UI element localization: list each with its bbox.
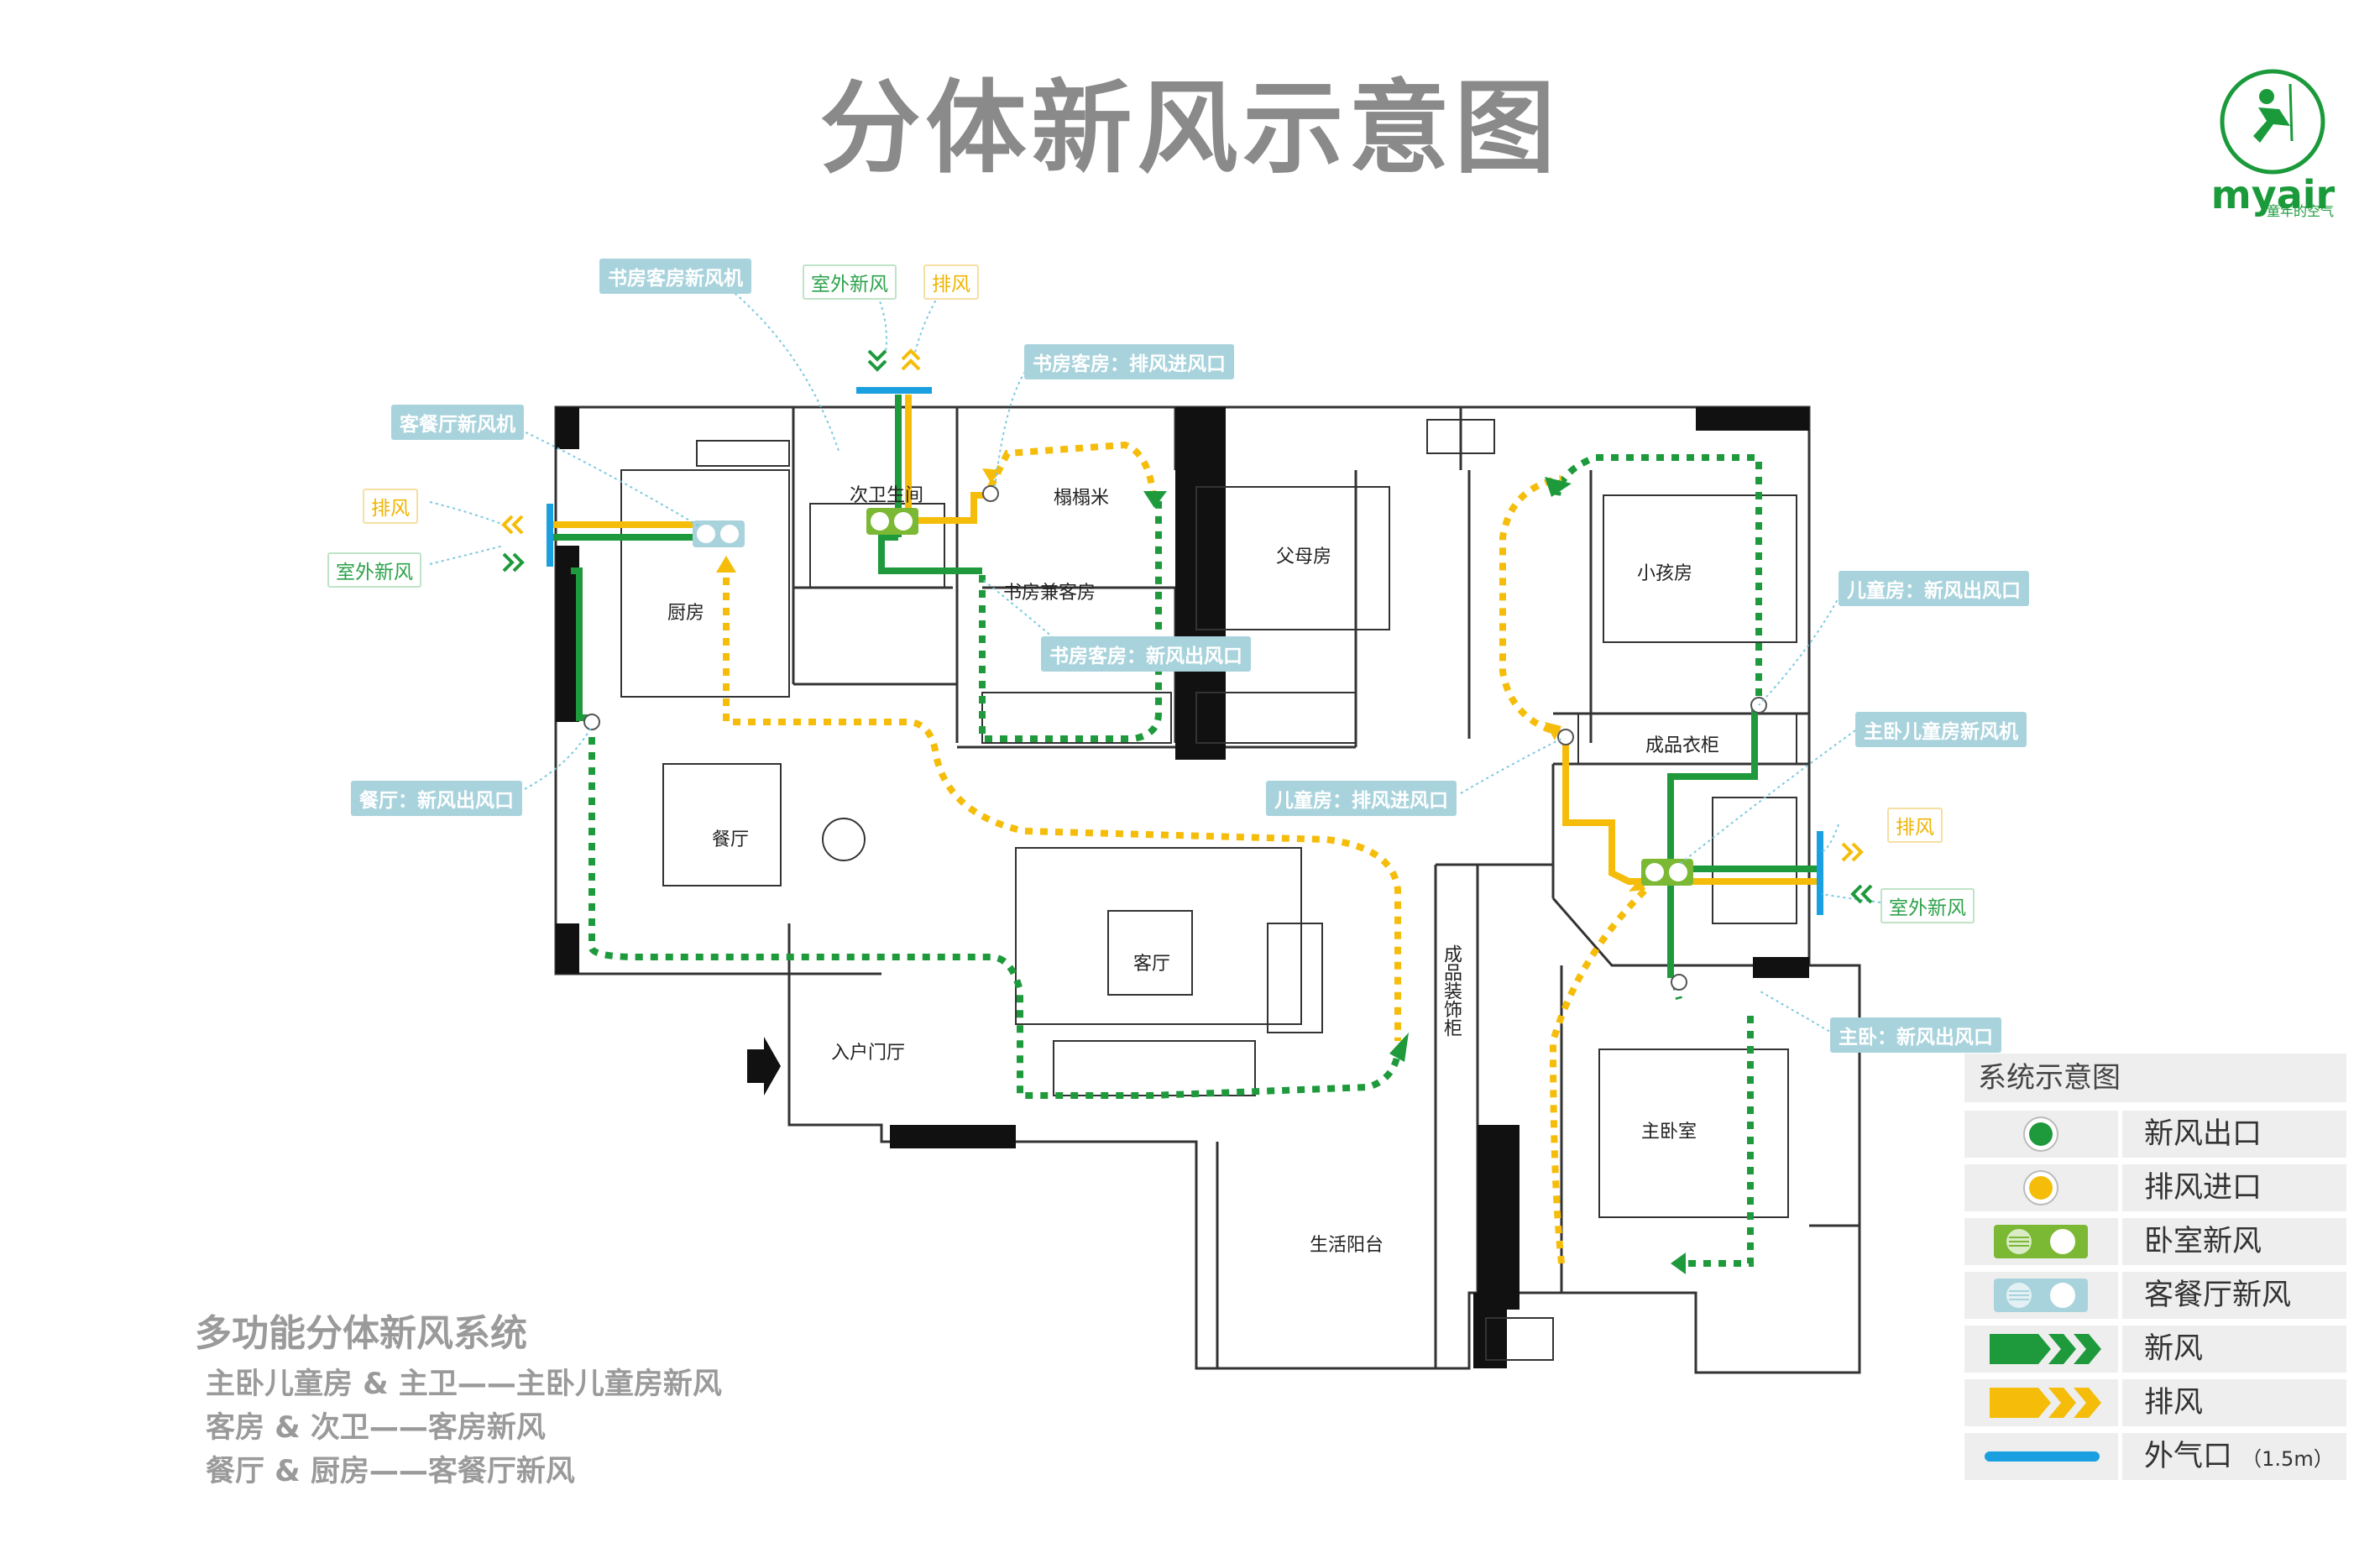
legend-item: 排风 <box>1964 1379 2346 1426</box>
legend-item: 卧室新风 <box>1964 1218 2346 1265</box>
logo-tagline: 童年的空气 <box>2267 203 2335 219</box>
room-tatami: 榻榻米 <box>1054 488 1110 509</box>
outdoor-chevrons <box>501 348 1873 904</box>
system-line-2: 客房 & 次卫——客房新风 <box>206 1411 546 1445</box>
fresh-arrow-icon <box>1990 1334 2101 1364</box>
callout-exhaust-left: 排风 <box>363 489 418 524</box>
living-unit-icon <box>1994 1279 2088 1312</box>
room-study: 书房兼客房 <box>1003 583 1096 604</box>
logo-brand: myair <box>2210 172 2336 217</box>
system-title: 多功能分体新风系统 <box>195 1312 527 1355</box>
green-dot-icon <box>2023 1117 2058 1152</box>
entry-arrow-icon <box>747 1037 781 1096</box>
fresh-ducts <box>550 395 1822 978</box>
legend-note-outlet: （1.5m） <box>2241 1447 2334 1471</box>
callout-outdoor-top: 室外新风 <box>803 264 897 300</box>
room-shoe-cabinet: 成品装饰柜 <box>1441 944 1462 1037</box>
callout-study-unit: 书房客房新风机 <box>599 259 751 294</box>
page-title: 分体新风示意图 <box>819 71 1561 187</box>
callout-living-unit: 客餐厅新风机 <box>391 405 524 440</box>
room-wardrobe: 成品衣柜 <box>1645 735 1720 756</box>
room-kitchen: 厨房 <box>667 603 705 624</box>
legend-item: 新风出口 <box>1964 1111 2346 1158</box>
solid-walls <box>556 407 1809 1368</box>
callout-exhaust-right: 排风 <box>1887 808 1943 843</box>
arrowheads <box>716 468 1686 1274</box>
legend-label-outlet: 外气口 <box>2144 1440 2233 1473</box>
callout-outdoor-right: 室外新风 <box>1880 888 1975 923</box>
room-dining: 餐厅 <box>712 829 750 850</box>
outdoor-outlets <box>547 387 1823 915</box>
room-master: 主卧室 <box>1641 1122 1697 1143</box>
room-living: 客厅 <box>1133 954 1171 975</box>
room-entry: 入户门厅 <box>831 1043 906 1064</box>
furniture <box>620 419 1797 1361</box>
exhaust-arrow-icon <box>1990 1388 2101 1418</box>
fresh-units <box>693 508 1693 886</box>
callout-master-fresh: 主卧：新风出风口 <box>1830 1017 2001 1053</box>
legend-title: 系统示意图 <box>1964 1054 2346 1102</box>
legend-item: 客餐厅新风 <box>1964 1272 2346 1319</box>
myair-logo-icon <box>2220 69 2325 175</box>
bedroom-unit-icon <box>1994 1225 2088 1258</box>
legend-item: 外气口 （1.5m） <box>1964 1433 2346 1480</box>
leader-lines <box>429 285 1881 1035</box>
callout-dining-fresh: 餐厅：新风出风口 <box>351 781 522 816</box>
room-bath2: 次卫生间 <box>850 485 924 506</box>
callout-child-fresh: 儿童房：新风出风口 <box>1839 571 2029 606</box>
callout-child-exhaust: 儿童房：排风进风口 <box>1266 781 1457 816</box>
callout-master-unit: 主卧儿童房新风机 <box>1855 712 2027 747</box>
outlet-line-icon <box>1985 1451 2100 1462</box>
callout-study-exhaust: 书房客房：排风进风口 <box>1024 344 1234 379</box>
room-balcony: 生活阳台 <box>1310 1235 1384 1256</box>
room-child: 小孩房 <box>1637 563 1693 584</box>
room-parents: 父母房 <box>1276 547 1332 567</box>
system-line-3: 餐厅 & 厨房——客餐厅新风 <box>206 1455 575 1488</box>
callout-outdoor-left: 室外新风 <box>327 552 421 588</box>
legend-item: 排风进口 <box>1964 1164 2346 1211</box>
callout-study-fresh: 书房客房：新风出风口 <box>1041 636 1251 672</box>
callout-exhaust-top: 排风 <box>923 264 979 300</box>
legend-item: 新风 <box>1964 1326 2346 1373</box>
yellow-dot-icon <box>2023 1170 2058 1205</box>
system-line-1: 主卧儿童房 & 主卫——主卧儿童房新风 <box>206 1368 722 1401</box>
